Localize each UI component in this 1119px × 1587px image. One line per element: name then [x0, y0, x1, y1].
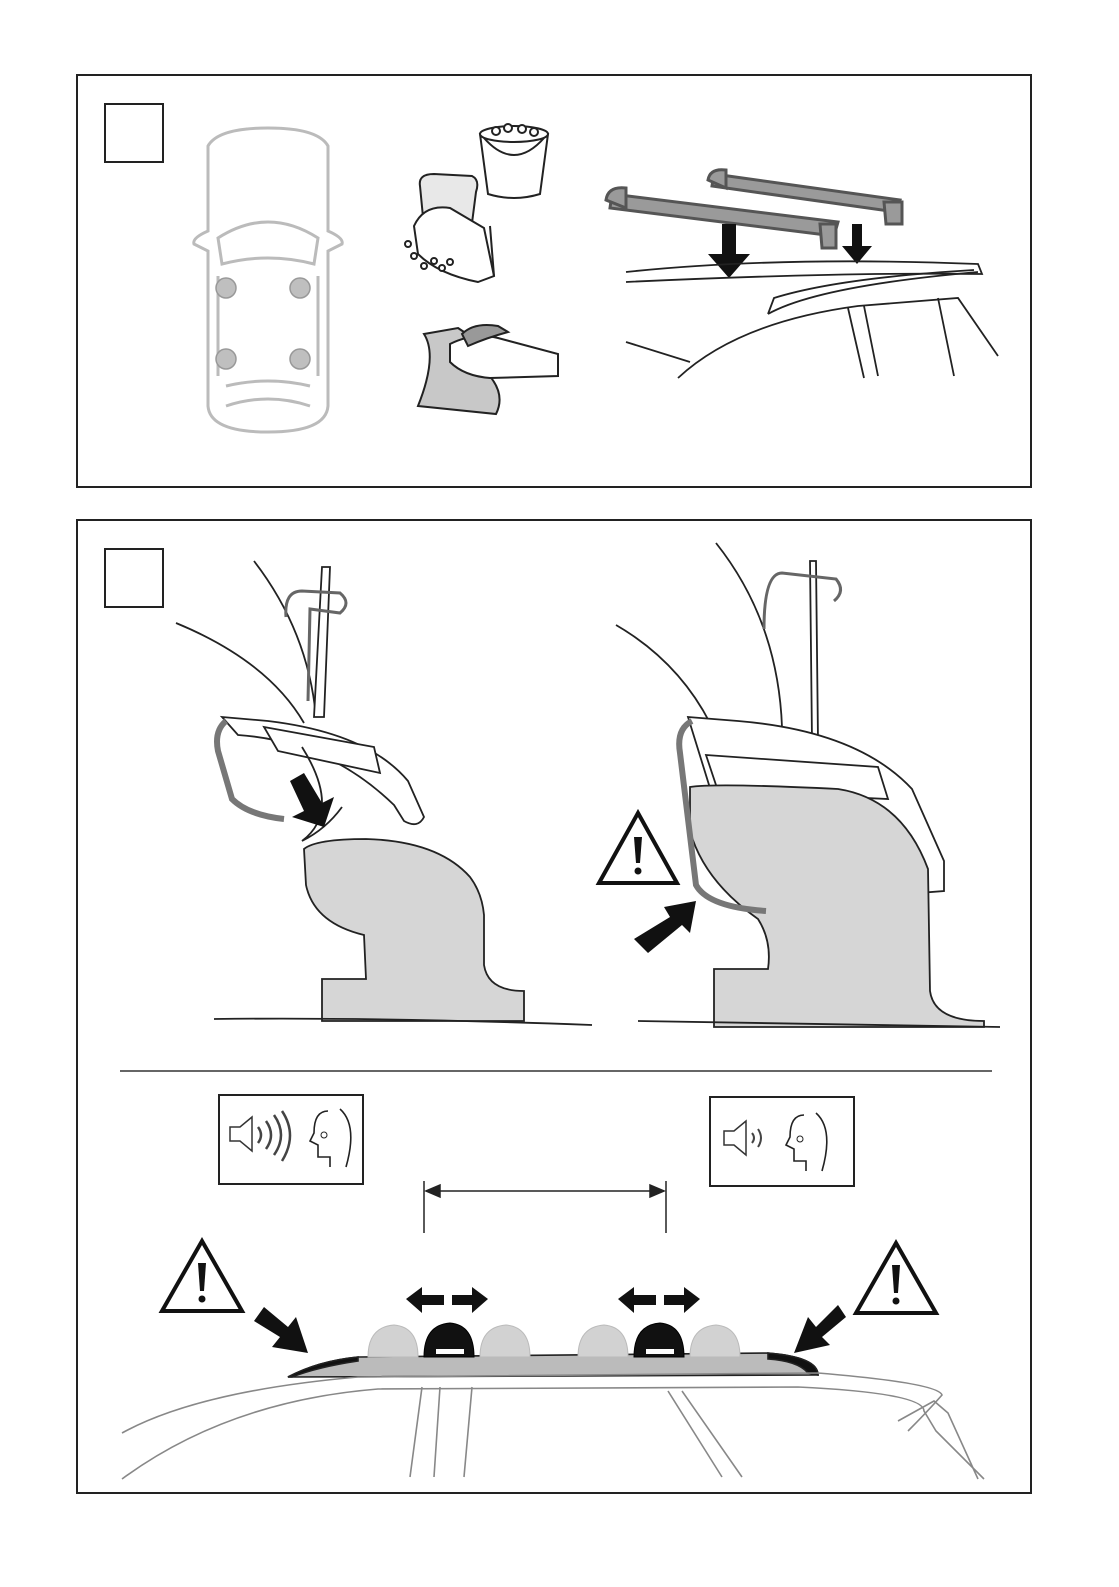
- pointing-arrow-icon: [254, 1305, 846, 1353]
- step-1-illustration: [78, 76, 1034, 490]
- roof-rail-profile: [214, 839, 592, 1025]
- loud-noise-icon: [219, 1095, 363, 1184]
- step-2-illustration: [78, 521, 1034, 1496]
- down-arrow-icon: [708, 224, 872, 278]
- adjust-position-arrows: [406, 1287, 700, 1313]
- step-1-panel: [76, 74, 1032, 488]
- roof-foot-black: [424, 1323, 684, 1357]
- step-2-panel: [76, 519, 1032, 1494]
- drying-cloth-icon: [418, 325, 558, 414]
- washing-hand-icon: [405, 174, 494, 282]
- bar-spacing-measure: [424, 1181, 666, 1233]
- mounting-point-markers: [216, 278, 310, 369]
- car-top-view-icon: [194, 128, 342, 432]
- down-arrow-icon: [290, 773, 334, 827]
- warning-triangle-icon: [599, 813, 677, 883]
- car-side-outline: [122, 1373, 984, 1479]
- push-arrow-icon: [634, 901, 696, 953]
- soap-bucket-icon: [480, 124, 548, 198]
- warning-triangle-icon: [162, 1241, 242, 1311]
- quiet-noise-icon: [710, 1097, 854, 1186]
- foot-mounted-on-rail: [616, 543, 1000, 1027]
- warning-triangle-icon: [856, 1243, 936, 1313]
- car-roof-outline-icon: [626, 261, 998, 378]
